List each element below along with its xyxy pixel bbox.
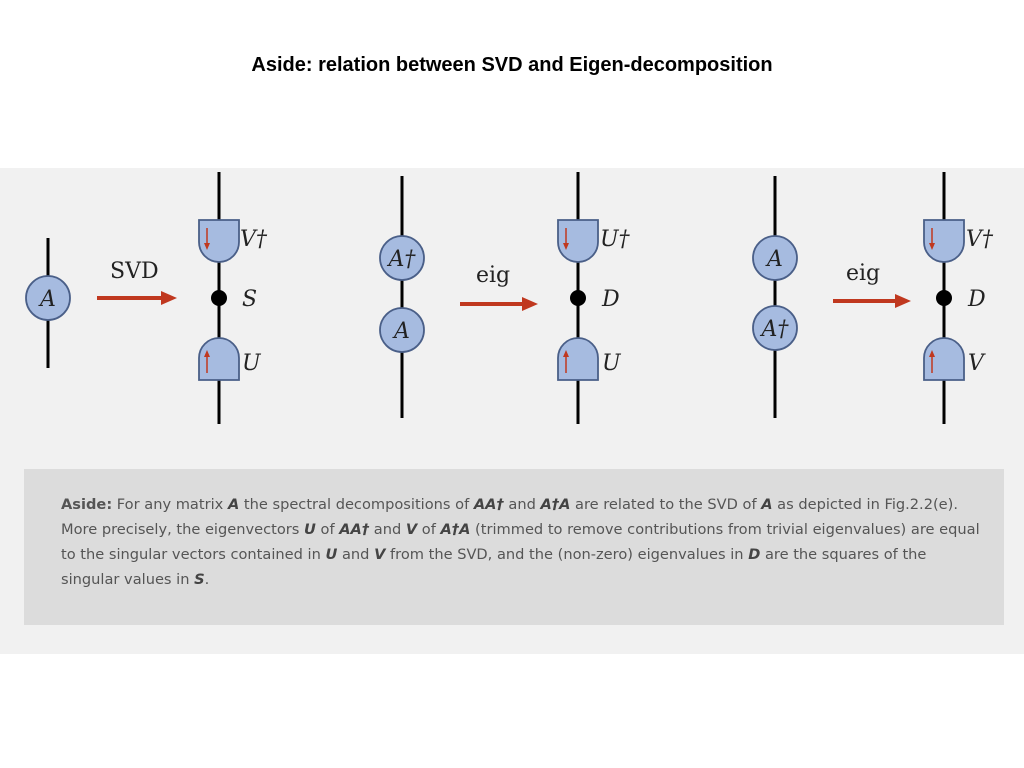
output-label-bottom: U — [242, 351, 262, 376]
slide-title: Aside: relation between SVD and Eigen-de… — [251, 54, 773, 76]
caption-math: U — [304, 521, 316, 538]
arrow-head-icon — [522, 297, 538, 311]
caption-run: from the SVD, and the (non-zero) eigenva… — [385, 546, 749, 563]
caption-math: D — [748, 546, 761, 563]
isometry-arrow-icon — [929, 350, 935, 357]
caption-run: and — [369, 521, 406, 538]
output-label-top: V† — [966, 227, 994, 252]
caption-math: V — [405, 521, 418, 538]
caption-math: S — [194, 571, 205, 588]
caption-math: AA† — [473, 496, 504, 513]
caption-math: U — [325, 546, 338, 563]
caption-math: A†A — [440, 521, 471, 538]
caption-math: A — [761, 496, 773, 513]
caption-lead: Aside: — [61, 496, 113, 513]
caption-box: Aside: For any matrix A the spectral dec… — [24, 469, 1004, 625]
output-label-middle: D — [967, 287, 986, 312]
tensor-node-label: A — [392, 319, 410, 344]
caption-math: A†A — [540, 496, 571, 513]
arrow-head-icon — [895, 294, 911, 308]
isometry-top — [923, 219, 965, 263]
caption-text: Aside: For any matrix A the spectral dec… — [61, 492, 982, 592]
caption-math: AA† — [339, 521, 370, 538]
caption-math: A — [227, 496, 240, 513]
output-label-bottom: U — [602, 351, 622, 376]
output-label-bottom: V — [968, 351, 986, 376]
caption-run: the spectral decompositions of — [239, 496, 474, 513]
caption-run: of — [417, 521, 441, 538]
tensor-node-label: A† — [387, 247, 417, 272]
diagonal-node — [936, 290, 952, 306]
caption-run: and — [503, 496, 541, 513]
diagonal-node — [211, 290, 227, 306]
tensor-node — [752, 305, 798, 351]
isometry-arrow-icon — [563, 350, 569, 357]
isometry-arrow-icon — [204, 350, 210, 357]
diagonal-node — [570, 290, 586, 306]
isometry-arrow-icon — [563, 243, 569, 250]
output-label-middle: S — [242, 287, 257, 312]
arrow-label: SVD — [110, 259, 159, 284]
caption-run: For any matrix — [112, 496, 228, 513]
isometry-bottom — [923, 337, 965, 381]
isometry-bottom — [557, 337, 599, 381]
caption-run: of — [315, 521, 340, 538]
caption-math: V — [374, 546, 386, 563]
arrow-head-icon — [161, 291, 177, 305]
caption-run: and — [337, 546, 375, 563]
isometry-top — [557, 219, 599, 263]
caption-run: (trimmed to remove contributions from tr… — [61, 521, 980, 563]
tensor-node-label: A† — [760, 317, 790, 342]
arrow-label: eig — [846, 261, 880, 286]
output-label-top: U† — [600, 227, 631, 252]
caption-run: . — [204, 571, 210, 588]
caption-run: are related to the SVD of — [570, 496, 762, 513]
arrow-label: eig — [476, 263, 510, 288]
caption-run: are the squares of the singular values i… — [61, 546, 927, 588]
isometry-top — [198, 219, 240, 263]
caption-run: as depicted in Fig.2.2(e). More precisel… — [61, 496, 958, 538]
tensor-node — [379, 307, 425, 353]
output-label-top: V† — [240, 227, 268, 252]
tensor-node-label: A — [38, 287, 56, 312]
output-label-middle: D — [601, 287, 620, 312]
tensor-node — [379, 235, 425, 281]
tensor-node-label: A — [765, 247, 783, 272]
isometry-arrow-icon — [204, 243, 210, 250]
isometry-arrow-icon — [929, 243, 935, 250]
tensor-node — [752, 235, 798, 281]
tensor-node — [25, 275, 71, 321]
isometry-bottom — [198, 337, 240, 381]
